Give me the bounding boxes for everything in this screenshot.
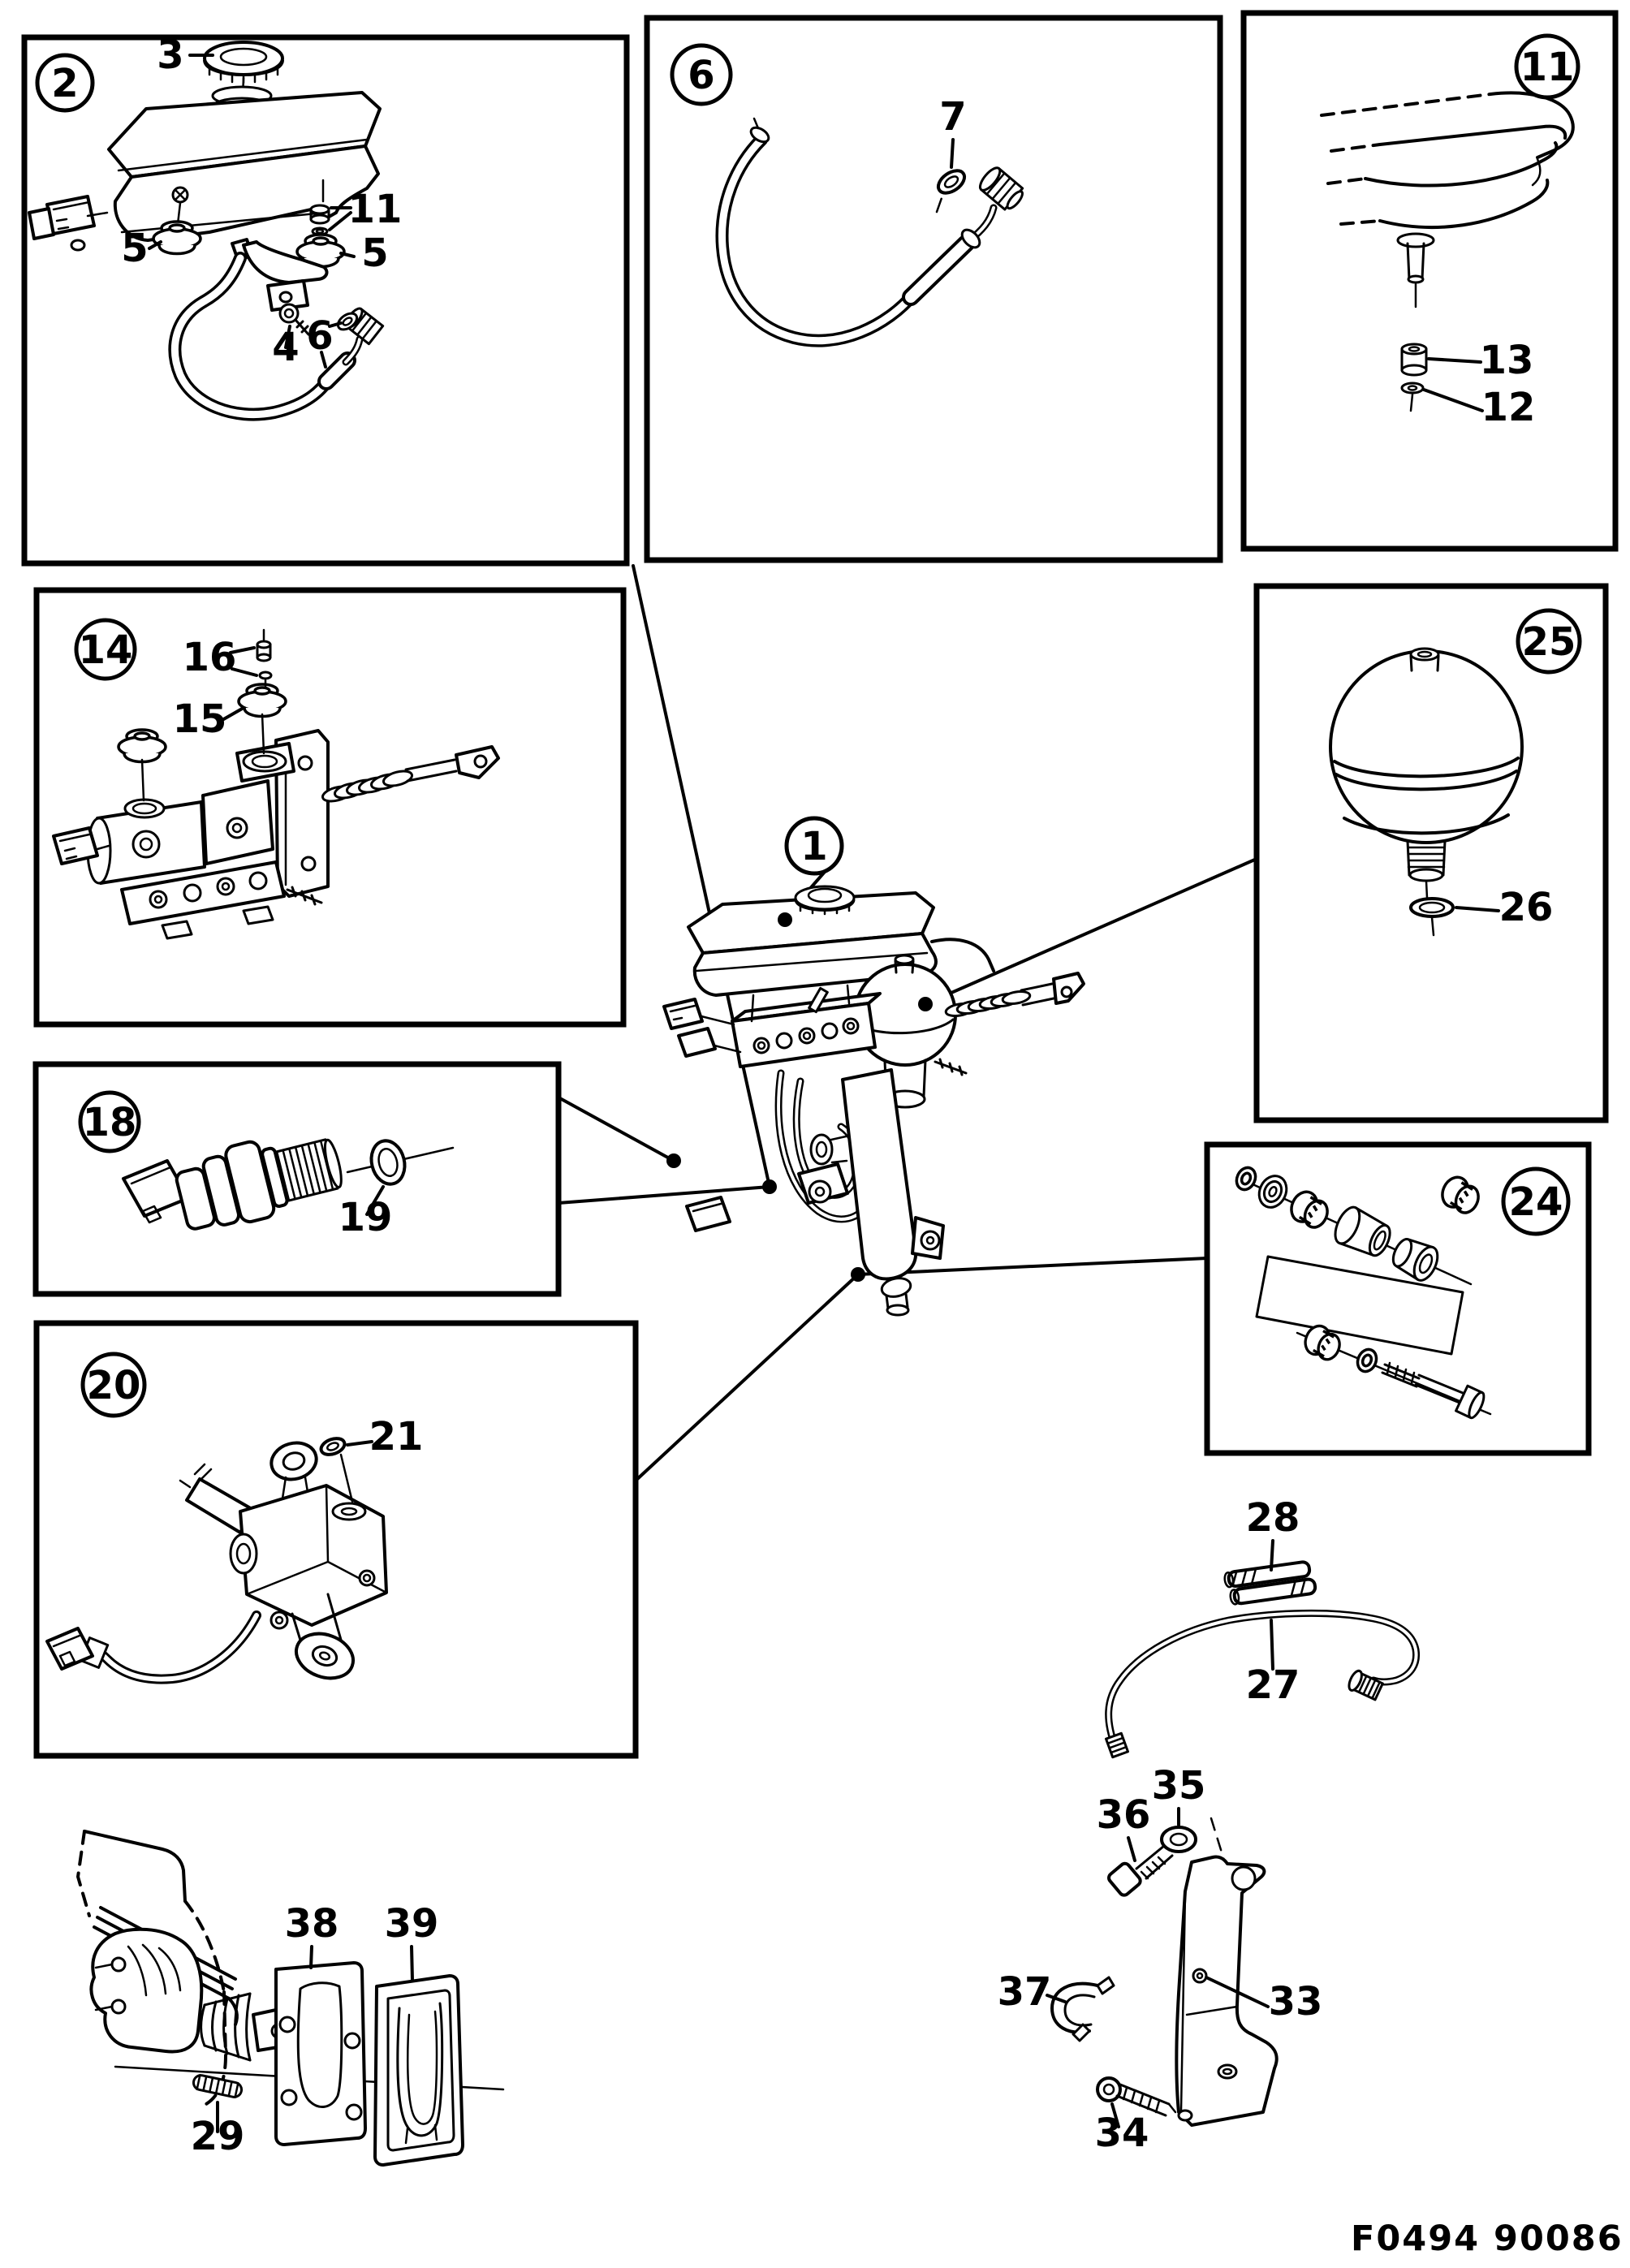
reservoir-underside-drawing [1320,91,1575,412]
panel-24-number: 24 [1509,1179,1563,1225]
main-assembly-badge [784,816,844,876]
callout-15-label: 15 [173,696,227,742]
panel-2-badge [35,53,95,113]
panel-20-number: 20 [87,1363,141,1408]
panel-25-badge [1516,608,1582,675]
booster-group: 29 38 39 [76,1830,505,2167]
panel-2-number: 2 [51,61,78,106]
callout-26-label: 26 [1499,885,1554,930]
washer-35 [1160,1826,1197,1853]
callout-11-label: 11 [348,187,403,232]
panel-6: 6 7 [644,15,1223,563]
bolt-36 [1107,1844,1174,1897]
main-assembly: 1 [662,816,1085,1317]
panel-18-frame [32,1061,562,1297]
piston-spring [321,745,500,803]
callout-38-label: 38 [285,1901,339,1947]
callout-37-label: 37 [998,1969,1052,2015]
kit-bolt [1381,1361,1486,1420]
panel-20: 20 [33,1320,639,1759]
panel-18-number: 18 [83,1100,137,1145]
callout-21-label: 21 [369,1414,424,1460]
leader-lines [557,564,1258,1482]
panel-24-frame [1204,1141,1592,1456]
reservoir-drawing [28,41,385,421]
callout-28-label: 28 [1246,1495,1300,1541]
callout-6-label: 6 [306,313,333,359]
elbow-fitting [978,166,1024,211]
pipe-fitting-right [1348,1669,1384,1701]
screw-34 [1096,2076,1177,2117]
callout-13-label: 13 [1480,338,1534,383]
level-sensor-connector [28,195,109,252]
panel-14: 14 [33,587,627,1028]
panel-18: 18 19 [32,1061,562,1297]
callout-39-label: 39 [385,1901,439,1947]
callout-7-label: 7 [939,94,966,140]
bracket-33 [1175,1855,1279,2127]
callout-12-label: 12 [1481,385,1536,430]
callout-35-label: 35 [1152,1763,1206,1809]
pipe-foam-sleeve [1223,1560,1317,1606]
pressure-switch-drawing [122,1138,455,1231]
kit-cup-small [1391,1237,1439,1282]
callout-34-label: 34 [1095,2111,1149,2156]
brake-pipe-group: 28 27 [1104,1495,1421,1759]
callout-33-label: 33 [1269,1979,1323,2024]
hose-drawing [715,117,1024,347]
panel-25-frame [1253,583,1609,1123]
panel-24: 24 [1204,1141,1592,1456]
master-cylinder-drawing [52,628,500,940]
main-assembly-number: 1 [800,824,827,869]
panel-20-badge [80,1352,147,1418]
callout-3-label: 3 [157,32,183,78]
panel-20-frame [33,1320,639,1759]
gasket-38 [274,1961,367,2146]
valve-o-ring [319,1437,347,1456]
kit-cup-large [1334,1205,1391,1257]
solenoid-valve-drawing [45,1437,388,1684]
panel-6-frame [644,15,1223,563]
booster-body [89,1927,204,2054]
figure-code: F0494 90086 [1351,2218,1624,2259]
panel-11-frame [1240,10,1619,552]
repair-kit-drawing [1231,1162,1492,1420]
callout-5-right-label: 5 [361,231,388,276]
callout-16-label: 16 [183,635,237,680]
panel-11-number: 11 [1520,45,1575,90]
panel-6-badge [670,43,733,106]
panel-14-badge [74,618,137,681]
hose-elbow-o-ring [336,312,359,331]
gasket-39 [373,1974,464,2167]
switch-o-ring [369,1139,407,1186]
clip-37 [1050,1976,1115,2042]
panel-25: 25 26 [1253,583,1609,1123]
panel-11: 11 13 12 [1240,10,1619,552]
panel-2: 2 [21,32,630,567]
panel-25-number: 25 [1522,619,1576,665]
callout-5-left-label: 5 [121,226,148,271]
callout-36-label: 36 [1097,1792,1151,1838]
bracket-group: 35 36 33 37 [998,1763,1323,2156]
panel-14-number: 14 [79,627,133,673]
panel-2-frame [21,34,630,567]
panel-18-badge [78,1090,141,1153]
pipe-fitting-left [1104,1731,1130,1759]
panel-14-frame [33,587,627,1028]
panel-6-number: 6 [688,53,714,98]
panel-24-badge [1501,1166,1571,1236]
fitting-o-ring [935,169,967,213]
stud-29 [192,2073,244,2099]
accumulator-drawing [1329,647,1524,937]
main-assembly-drawing [662,885,1085,1317]
callout-19-label: 19 [339,1195,393,1240]
